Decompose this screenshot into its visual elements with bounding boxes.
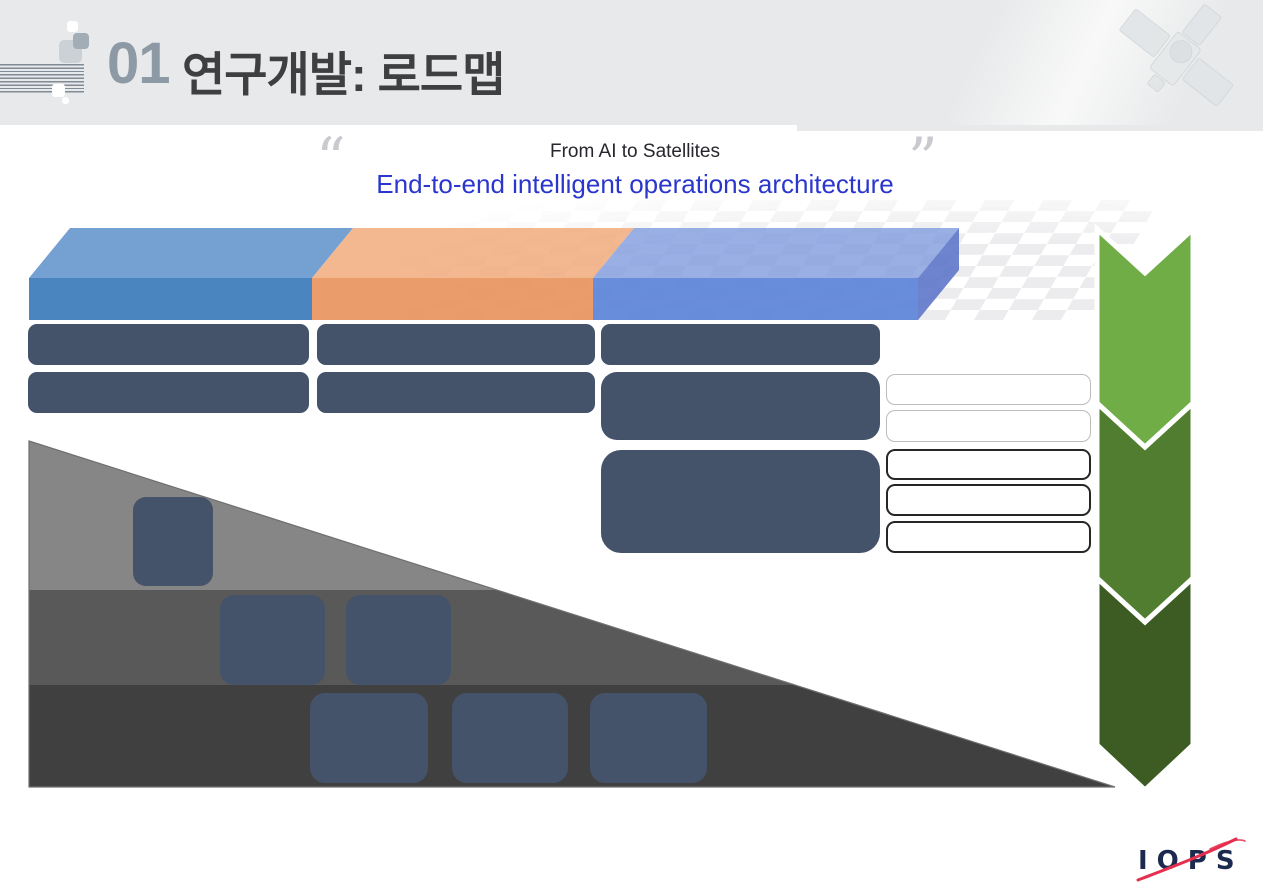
pyramid-outline [28,440,1116,788]
pyramid-chip-l3-3 [590,693,707,783]
phase-bar-blue-left [29,228,353,320]
page-title: 연구개발: 로드맵 [182,48,505,101]
open-quote-icon: “ [316,125,346,193]
close-quote-icon: ” [908,125,938,193]
output-box-4 [886,484,1091,516]
module-box-row2-col2 [317,372,595,413]
module-box-row1-col3 [601,324,880,365]
phase-bar-right-side-face [918,228,959,320]
pyramid-chip-l1-1 [133,497,213,586]
detail-box-lower [601,450,880,553]
flow-arrow-1 [1094,223,1196,451]
phase-bar-left-front-face [29,278,312,320]
header-step-strip [797,125,1263,131]
flow-arrows-graphic [1094,223,1196,794]
pinstripe-lines-icon [0,64,84,94]
phase-bar-blue-right [593,228,959,320]
phase-bar-left-top-face [29,228,353,278]
phase-bar-right-top-face [593,228,959,278]
phase-bar-middle-front-face [312,278,593,320]
deco-square-icon [62,97,69,104]
pyramid-graphic [28,440,1116,788]
phase-bar-right-front-face [593,278,918,320]
deco-square-icon [52,84,65,97]
quote-headline: End-to-end intelligent operations archit… [376,169,894,199]
detail-box-upper [601,372,880,440]
pyramid-chip-l2-1 [220,595,325,685]
header-band: 01 연구개발: 로드맵 [0,0,1263,131]
output-box-2 [886,410,1091,442]
output-box-3 [886,449,1091,480]
pyramid-chip-l2-2 [346,595,451,685]
phase-bars-graphic [29,228,959,320]
satellite-icon [1119,4,1234,107]
quote-subtitle: From AI to Satellites [549,141,720,162]
phase-bar-orange-middle [312,228,634,320]
pyramid-chip-l3-2 [452,693,568,783]
output-box-5 [886,521,1091,553]
pyramid-level-3 [29,685,1115,787]
phase-bar-middle-top-face [312,228,634,278]
module-box-row1-col1 [28,324,309,365]
deco-square-icon [73,33,89,49]
company-logo: IOPS [1124,832,1252,886]
section-number: 01 [107,31,171,96]
module-box-row1-col2 [317,324,595,365]
orbit-swoosh-icon [1136,837,1246,882]
module-box-row2-col1 [28,372,309,413]
pyramid-chip-l3-1 [310,693,428,783]
output-box-1 [886,374,1091,405]
deco-square-icon [67,21,78,32]
